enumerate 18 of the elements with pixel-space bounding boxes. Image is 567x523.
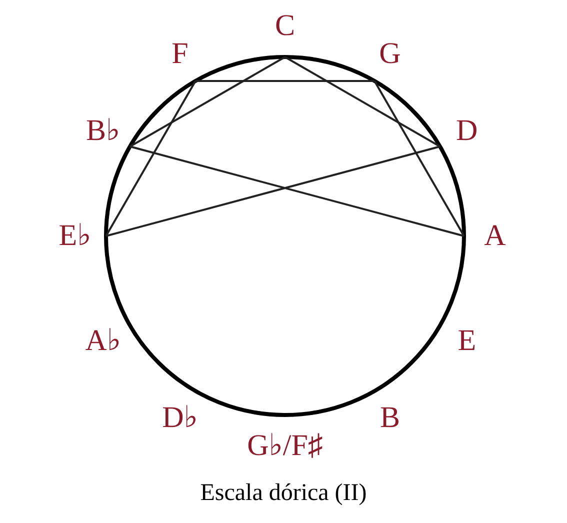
note-label: A♭ xyxy=(85,326,122,356)
chord-line xyxy=(196,80,374,82)
note-label: E xyxy=(458,326,476,356)
chord-line xyxy=(105,80,196,236)
note-label: A xyxy=(484,221,506,251)
note-label: E♭ xyxy=(58,221,92,251)
chord-line xyxy=(130,56,286,148)
note-label: C xyxy=(275,11,295,41)
note-label: F xyxy=(172,39,188,70)
note-label: B♭ xyxy=(86,116,120,146)
note-label: G♭/F♯ xyxy=(247,431,323,461)
chord-line xyxy=(284,56,440,148)
note-label: D xyxy=(456,116,478,146)
note-label: G xyxy=(379,39,401,70)
note-label: B xyxy=(380,402,400,433)
note-label: D♭ xyxy=(162,402,198,433)
caption: Escala dórica (II) xyxy=(200,480,367,507)
chord-line xyxy=(374,80,465,236)
